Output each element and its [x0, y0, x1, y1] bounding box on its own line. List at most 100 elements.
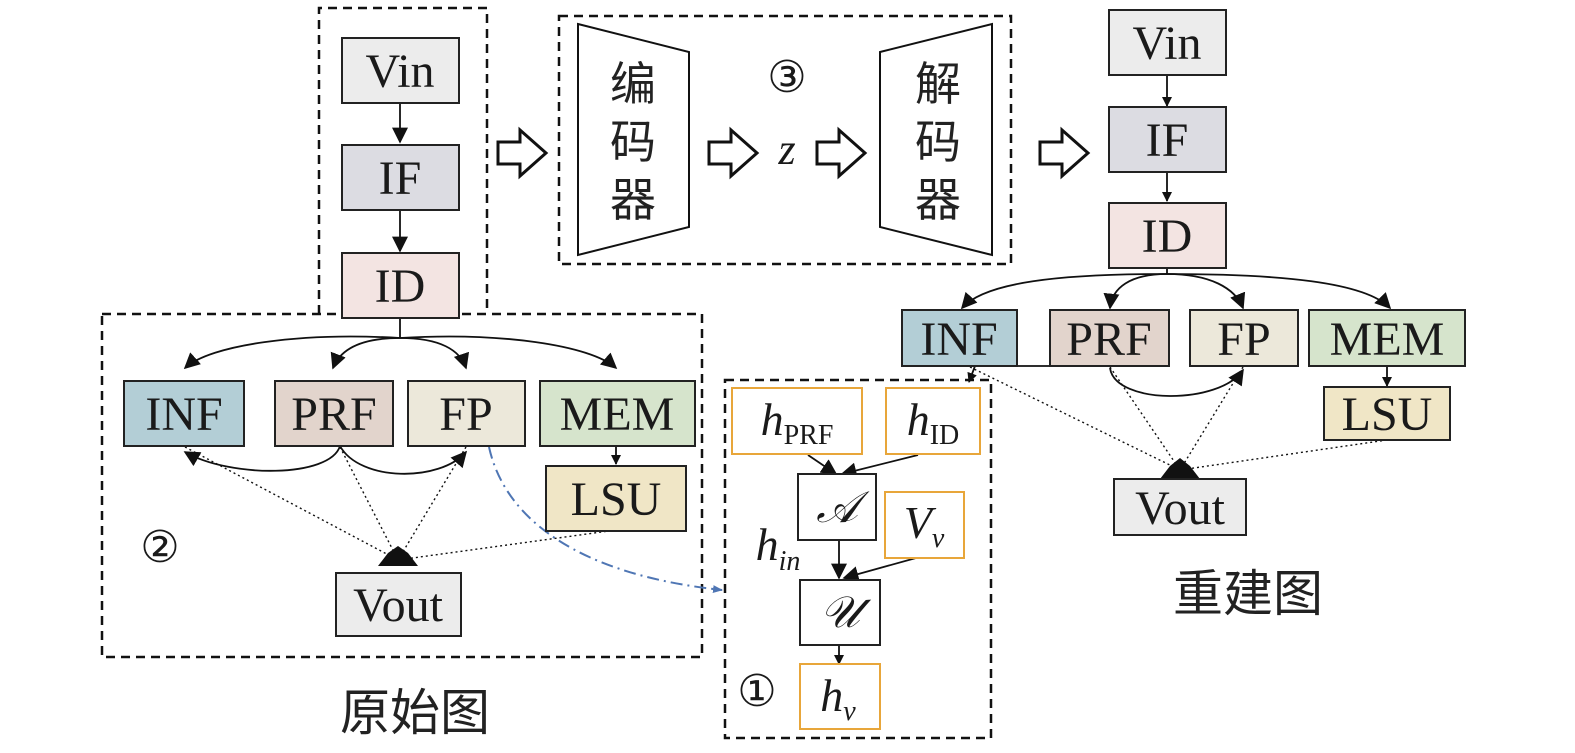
caption-original: 原始图 — [340, 684, 490, 742]
r-dotted-fp-vout — [1179, 366, 1244, 471]
h-in-label: hin — [756, 519, 801, 577]
reconstructed-graph: Vin IF ID INF PRF FP MEM LSU — [901, 9, 1466, 623]
v-v-label: Vv — [904, 497, 945, 554]
v-v-box: Vv — [884, 491, 965, 559]
r-node-prf-label: PRF — [1066, 313, 1151, 366]
v-v-main: V — [904, 497, 937, 548]
r-node-id-label: ID — [1142, 210, 1193, 263]
dotted-prf-vout — [339, 446, 399, 561]
node-vin-label: Vin — [365, 45, 434, 98]
r-vout-inbound-arrowheads — [1160, 458, 1200, 479]
h-id-sub: ID — [930, 420, 960, 451]
r-edge-id-fp — [1166, 273, 1246, 310]
encoder-char-3: 器 — [610, 173, 656, 227]
h-id-label: hID — [907, 394, 960, 451]
edge-id-fp — [399, 337, 470, 370]
decoder-block: 解 码 器 — [879, 22, 993, 257]
r-node-mem-label: MEM — [1330, 313, 1445, 366]
v-v-sub: v — [932, 523, 945, 554]
node-inf: INF — [123, 380, 245, 447]
update-node: 𝒰 — [799, 579, 881, 646]
node-vin: Vin — [341, 37, 460, 104]
edge-prf-fp — [339, 445, 468, 475]
edge-prf-inf — [183, 445, 341, 472]
caption-reconstructed: 重建图 — [1173, 565, 1323, 623]
encoder-char-2: 码 — [610, 115, 656, 169]
r-edge-id-inf — [960, 273, 1168, 310]
r-node-mem: MEM — [1308, 309, 1466, 367]
marker-one: ① — [737, 667, 776, 716]
hollow-arrow-encoder-to-z — [707, 126, 760, 180]
hollow-arrow-z-to-decoder — [815, 126, 868, 180]
marker-three: ③ — [767, 53, 806, 102]
decoder-char-2: 码 — [915, 115, 961, 169]
node-mem: MEM — [539, 380, 696, 447]
h-id-box: hID — [885, 387, 981, 455]
h-id-main: h — [907, 394, 930, 445]
h-prf-box: hPRF — [731, 387, 863, 455]
edge-id-prf — [330, 337, 401, 370]
edge-vv-update — [842, 557, 917, 582]
update-region-outline — [723, 378, 993, 740]
update-block: hPRF hID 𝒜 Vv hin 𝒰 — [723, 378, 993, 740]
graph-region-outline — [100, 312, 704, 659]
h-v-main: h — [820, 670, 843, 721]
r-node-fp-label: FP — [1217, 313, 1270, 366]
node-lsu-label: LSU — [571, 473, 662, 526]
h-in-sub: in — [779, 546, 801, 577]
encoder-char-1: 编 — [610, 57, 656, 111]
node-vout: Vout — [335, 572, 462, 637]
node-prf-label: PRF — [291, 388, 376, 441]
r-node-if-label: IF — [1146, 114, 1189, 167]
encoder-trapezoid — [577, 22, 690, 257]
decoder-char-3: 器 — [915, 173, 961, 227]
r-node-vout-label: Vout — [1135, 482, 1225, 535]
node-if-label: IF — [379, 152, 422, 205]
r-node-id: ID — [1108, 202, 1227, 269]
decoder-trapezoid — [879, 22, 993, 257]
r-node-vout: Vout — [1113, 478, 1247, 536]
h-v-box: hv — [799, 663, 881, 730]
r-node-vin-label: Vin — [1132, 17, 1201, 70]
node-prf: PRF — [274, 380, 394, 447]
node-fp-label: FP — [439, 388, 492, 441]
node-id: ID — [341, 252, 460, 319]
edge-hprf-aggregate — [807, 454, 838, 475]
node-inf-label: INF — [145, 388, 222, 441]
edge-hid-aggregate — [840, 454, 919, 479]
latent-z: z — [777, 125, 795, 174]
h-v-sub: v — [843, 696, 856, 727]
autoencoder-region-outline — [557, 14, 1013, 266]
feature-region-outline — [317, 6, 489, 314]
dotted-fp-vout — [397, 446, 467, 561]
r-edge-id-prf — [1103, 273, 1168, 310]
dotted-inf-vout — [184, 446, 399, 561]
r-edge-prf-inf — [967, 365, 1110, 383]
r-edge-prf-fp — [1109, 367, 1244, 397]
decoder-char-1: 解 — [915, 57, 961, 111]
r-node-fp: FP — [1189, 309, 1299, 367]
node-fp: FP — [407, 380, 526, 447]
r-node-inf: INF — [901, 309, 1018, 367]
r-dotted-inf-vout — [969, 366, 1181, 471]
dashdot-link-fp-to-update — [488, 446, 723, 594]
autoencoder: 编 码 器 z ③ 解 码 器 — [496, 14, 1091, 266]
r-dotted-prf-vout — [1109, 366, 1181, 471]
h-v-label: hv — [820, 670, 856, 727]
h-prf-label: hPRF — [761, 394, 834, 451]
marker-two: ② — [140, 523, 179, 572]
r-node-inf-label: INF — [920, 313, 997, 366]
encoder-block: 编 码 器 — [577, 22, 690, 257]
r-node-lsu-label: LSU — [1342, 388, 1433, 441]
h-prf-sub: PRF — [784, 420, 834, 451]
edge-id-inf — [183, 335, 401, 370]
hollow-arrow-to-reconstruction — [1038, 126, 1091, 180]
r-node-vin: Vin — [1108, 9, 1227, 76]
r-node-lsu: LSU — [1323, 386, 1451, 441]
r-edge-id-mem — [1166, 273, 1392, 310]
hollow-arrow-to-encoder — [496, 126, 549, 180]
r-dotted-lsu-vout — [1179, 439, 1388, 471]
node-id-label: ID — [375, 260, 426, 313]
